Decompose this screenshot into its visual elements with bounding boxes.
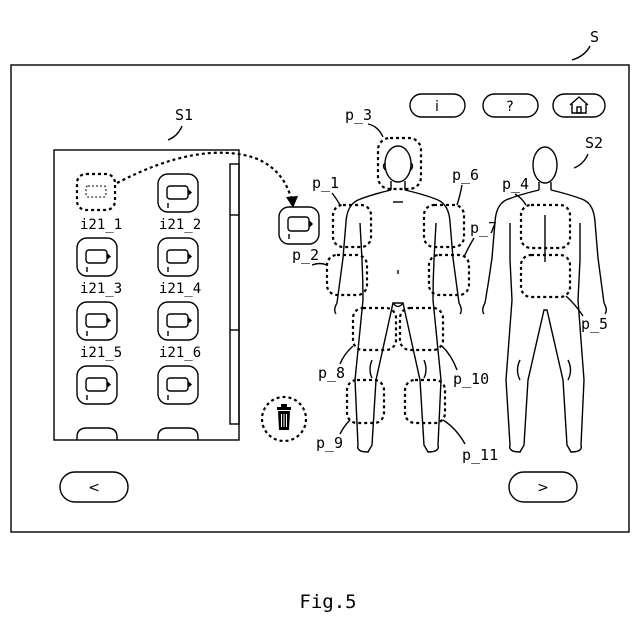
ref-label-s2: S2 bbox=[585, 134, 603, 152]
label-p1: p_1 bbox=[312, 174, 339, 192]
svg-text:i21_5: i21_5 bbox=[80, 345, 122, 361]
ref-leader-s bbox=[572, 46, 590, 60]
label-p6: p_6 bbox=[452, 166, 479, 184]
home-button[interactable] bbox=[553, 94, 605, 117]
list-icon-i21-1[interactable]: i21_1 bbox=[77, 174, 122, 233]
label-p5: p_5 bbox=[581, 315, 608, 333]
ref-leader-s1 bbox=[168, 126, 182, 140]
screen-frame bbox=[11, 65, 629, 532]
region-p2[interactable] bbox=[327, 255, 367, 295]
figure-caption: Fig.5 bbox=[299, 591, 356, 613]
label-p10: p_10 bbox=[453, 370, 489, 388]
region-p1[interactable] bbox=[333, 205, 371, 247]
svg-text:?: ? bbox=[506, 99, 513, 115]
svg-text:i21_1: i21_1 bbox=[80, 217, 122, 233]
help-button[interactable]: ? bbox=[483, 94, 538, 117]
label-p4: p_4 bbox=[502, 175, 529, 193]
svg-text:i21_3: i21_3 bbox=[80, 281, 122, 297]
label-p2: p_2 bbox=[292, 246, 319, 264]
list-icon-8[interactable] bbox=[158, 366, 198, 404]
svg-text:i21_2: i21_2 bbox=[159, 217, 201, 233]
svg-text:>: > bbox=[537, 480, 549, 496]
list-icon-i21-2[interactable]: i21_2 bbox=[158, 174, 201, 233]
dragged-icon[interactable] bbox=[279, 207, 319, 244]
label-p9: p_9 bbox=[316, 434, 343, 452]
list-icon-partial-left bbox=[77, 428, 117, 440]
list-icon-partial-right bbox=[158, 428, 198, 440]
trash-icon bbox=[277, 404, 291, 430]
body-front bbox=[335, 146, 462, 452]
region-p9[interactable] bbox=[347, 380, 384, 423]
list-icon-i21-4[interactable]: i21_4 bbox=[158, 238, 201, 297]
ref-label-s: S bbox=[590, 28, 599, 46]
region-p7[interactable] bbox=[429, 255, 469, 295]
label-p8: p_8 bbox=[318, 364, 345, 382]
svg-text:<: < bbox=[88, 480, 100, 496]
list-icon-i21-6[interactable]: i21_6 bbox=[158, 302, 201, 361]
svg-text:i: i bbox=[435, 99, 439, 115]
label-p11: p_11 bbox=[462, 446, 498, 464]
drag-arrow-head bbox=[286, 196, 298, 208]
label-p7: p_7 bbox=[470, 219, 497, 237]
next-button[interactable]: > bbox=[509, 472, 577, 502]
home-icon bbox=[570, 97, 588, 113]
trash-button[interactable] bbox=[262, 397, 306, 441]
svg-text:i21_4: i21_4 bbox=[159, 281, 201, 297]
svg-text:i21_6: i21_6 bbox=[159, 345, 201, 361]
list-icon-i21-3[interactable]: i21_3 bbox=[77, 238, 122, 297]
info-button[interactable]: i bbox=[410, 94, 465, 117]
ref-leader-s2 bbox=[574, 154, 588, 168]
list-icon-i21-5[interactable]: i21_5 bbox=[77, 302, 122, 361]
region-p6[interactable] bbox=[424, 205, 464, 247]
drag-path-arrow bbox=[117, 153, 292, 202]
ref-label-s1: S1 bbox=[175, 106, 193, 124]
label-p3: p_3 bbox=[345, 106, 372, 124]
list-icon-7[interactable] bbox=[77, 366, 117, 404]
prev-button[interactable]: < bbox=[60, 472, 128, 502]
scrollbar-track[interactable] bbox=[230, 164, 239, 424]
